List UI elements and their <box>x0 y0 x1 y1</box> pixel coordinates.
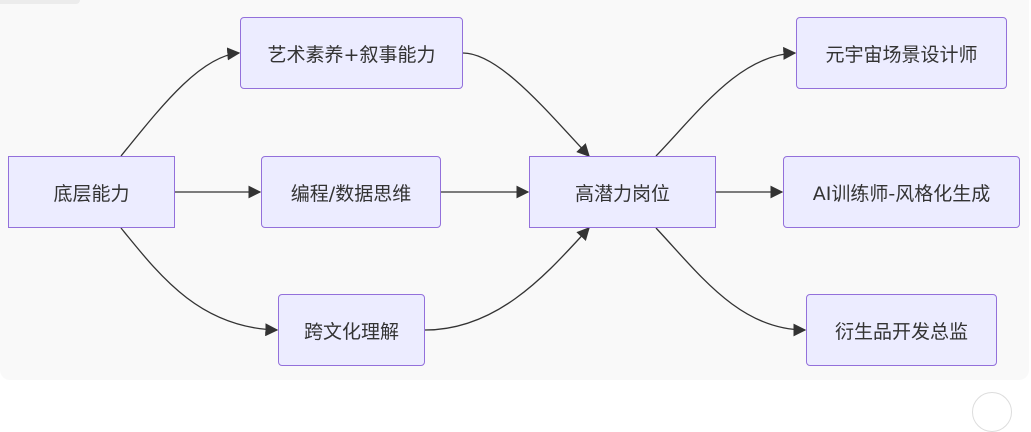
edge-hub-meta <box>655 46 797 157</box>
node-hub: 高潜力岗位 <box>529 156 716 228</box>
node-code: 编程/数据思维 <box>261 156 441 228</box>
edge-base-art <box>120 47 241 157</box>
edge-base-culture <box>120 227 279 337</box>
node-art: 艺术素养+叙事能力 <box>240 17 463 89</box>
top-left-tab <box>0 0 80 4</box>
edge-layer <box>120 46 807 337</box>
node-meta: 元宇宙场景设计师 <box>796 17 1007 89</box>
node-ai: AI训练师-风格化生成 <box>783 156 1020 228</box>
edge-hub-merch <box>655 227 807 337</box>
edge-culture-hub <box>424 227 590 331</box>
node-merch: 衍生品开发总监 <box>806 294 997 366</box>
edge-art-hub <box>462 52 590 157</box>
corner-button[interactable] <box>972 392 1012 432</box>
node-base: 底层能力 <box>8 156 175 228</box>
node-culture: 跨文化理解 <box>278 294 425 366</box>
